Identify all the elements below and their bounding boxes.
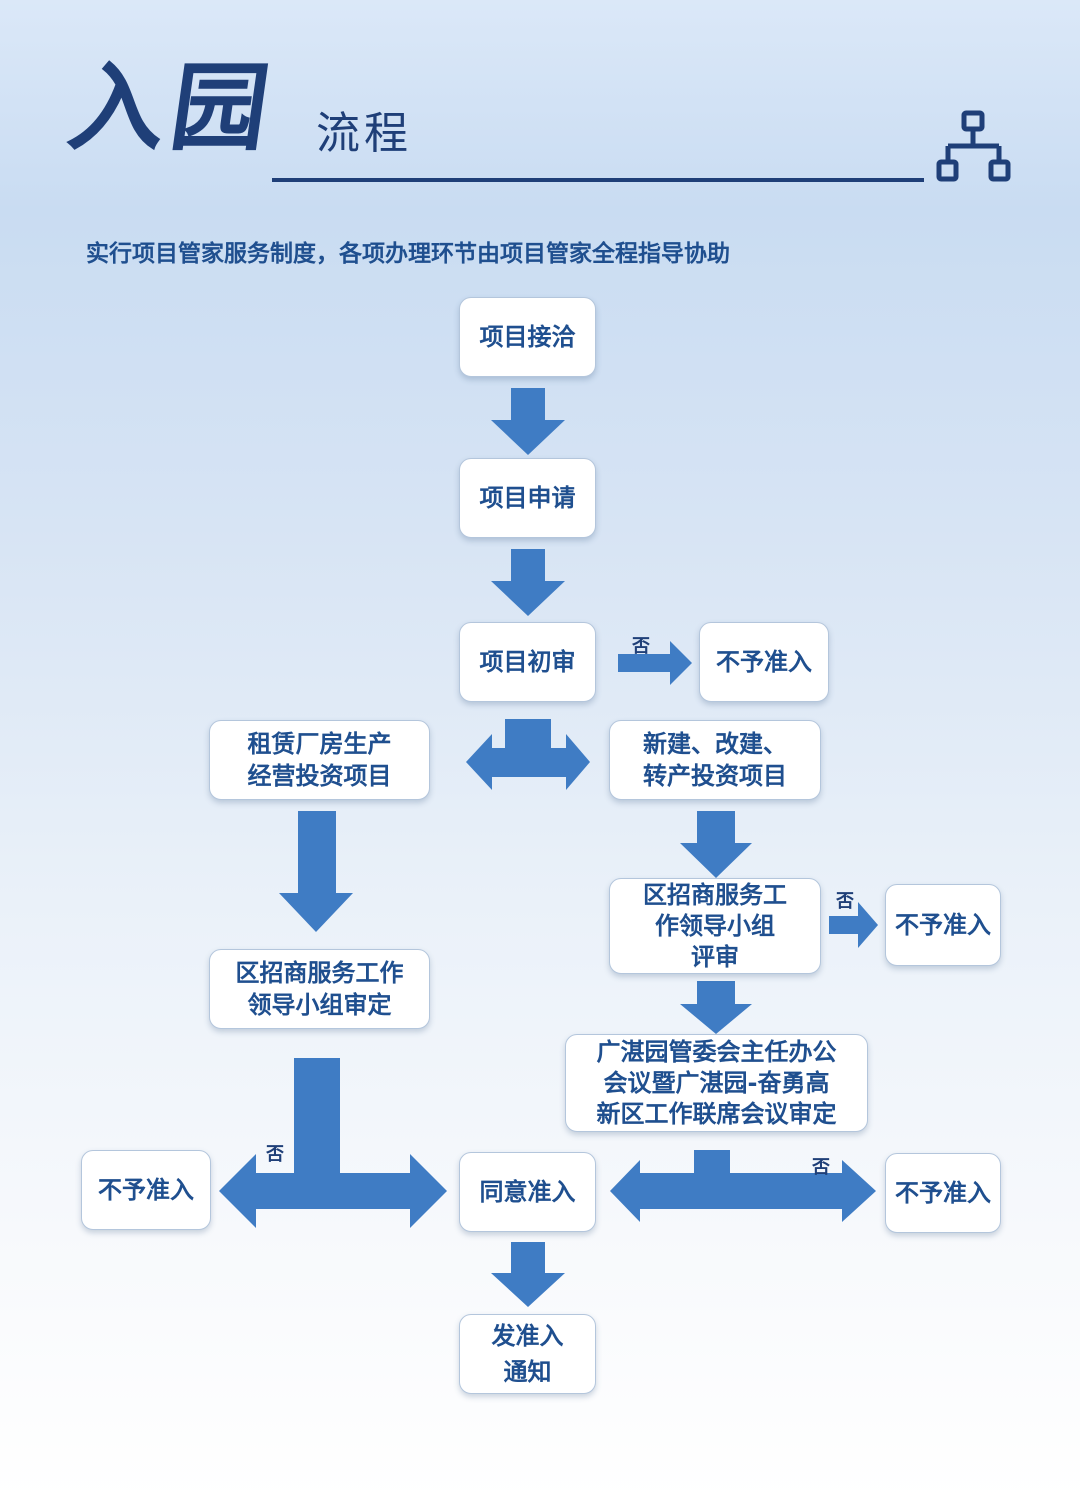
step-reject-right: 不予准入	[885, 1153, 1001, 1233]
arrow-split-right	[610, 1150, 876, 1222]
step-reject-left: 不予准入	[81, 1150, 211, 1230]
reject-label-2: 否	[836, 891, 854, 912]
step-reject-2: 不予准入	[885, 884, 1001, 966]
step-park-meeting: 广湛园管委会主任办公 会议暨广湛园-奋勇高 新区工作联席会议审定	[565, 1034, 868, 1132]
arrow-right-2	[829, 902, 878, 948]
arrow-down-1	[491, 388, 565, 455]
arrow-down-review	[680, 981, 752, 1034]
subtitle-text: 实行项目管家服务制度，各项办理环节由项目管家全程指导协助	[86, 241, 730, 267]
title-underline	[272, 178, 924, 182]
hierarchy-icon	[936, 110, 1011, 182]
step-newbuild: 新建、改建、 转产投资项目	[609, 720, 821, 800]
page-title-sub: 流程	[316, 108, 412, 159]
arrow-down-newbuild	[680, 811, 752, 878]
step-reject-1: 不予准入	[699, 622, 829, 702]
arrow-right-1	[618, 641, 692, 685]
step-contact: 项目接洽	[459, 297, 596, 377]
reject-label-left: 否	[266, 1144, 284, 1165]
step-apply: 项目申请	[459, 458, 596, 538]
step-notice: 发准入 通知	[459, 1314, 596, 1394]
reject-label-right: 否	[812, 1157, 830, 1178]
step-district-approve: 区招商服务工作 领导小组审定	[209, 949, 430, 1029]
step-district-review: 区招商服务工 作领导小组 评审	[609, 878, 821, 974]
arrow-down-2	[491, 549, 565, 616]
step-initial-review: 项目初审	[459, 622, 596, 702]
arrow-down-3	[491, 1242, 565, 1307]
arrow-split-left	[219, 1058, 447, 1228]
step-agree: 同意准入	[459, 1152, 596, 1232]
step-lease: 租赁厂房生产 经营投资项目	[209, 720, 430, 800]
reject-label-1: 否	[632, 636, 650, 657]
arrow-split	[466, 719, 590, 790]
arrow-down-lease	[279, 811, 353, 932]
